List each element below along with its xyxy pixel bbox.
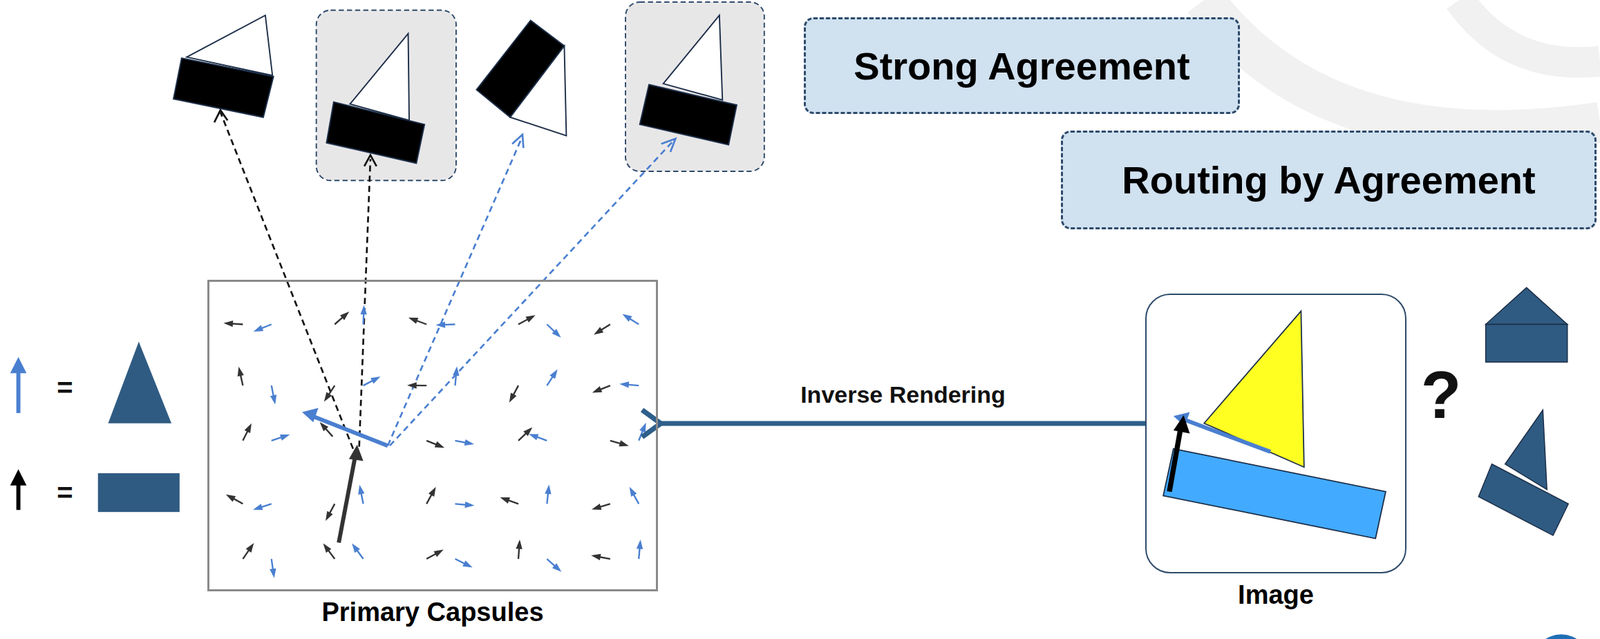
active-capsules — [302, 408, 388, 544]
frame-caption: Primary Capsules — [321, 597, 544, 628]
legend-equals: = — [56, 372, 73, 404]
prediction-heads — [214, 109, 676, 166]
title-box: Strong Agreement — [803, 17, 1240, 115]
watermark-swirl — [1203, 0, 1600, 131]
watermark-swirl — [1459, 0, 1600, 63]
capsule-arrows — [223, 304, 646, 578]
edge-label: Inverse Rendering — [797, 381, 1009, 409]
box-title: Routing by Agreement — [1121, 157, 1536, 203]
legend-equals: = — [56, 477, 73, 509]
image-frame: Image — [1145, 293, 1407, 574]
capsule-grid-frame: Primary Capsules — [207, 279, 658, 592]
highlight-box — [625, 2, 765, 172]
inverse-rendering-arrow — [660, 421, 1146, 427]
alternative-shapes — [1478, 287, 1569, 536]
legend-samples — [10, 342, 180, 513]
highlight-box — [316, 10, 457, 182]
image-scene — [1163, 311, 1386, 539]
boat-predictions — [173, 15, 737, 164]
question-mark: ? — [1420, 357, 1462, 434]
corner-logo — [1532, 634, 1591, 639]
box-title: Strong Agreement — [853, 43, 1190, 89]
title-box: Routing by Agreement — [1060, 130, 1597, 230]
frame-caption: Image — [1237, 580, 1314, 611]
